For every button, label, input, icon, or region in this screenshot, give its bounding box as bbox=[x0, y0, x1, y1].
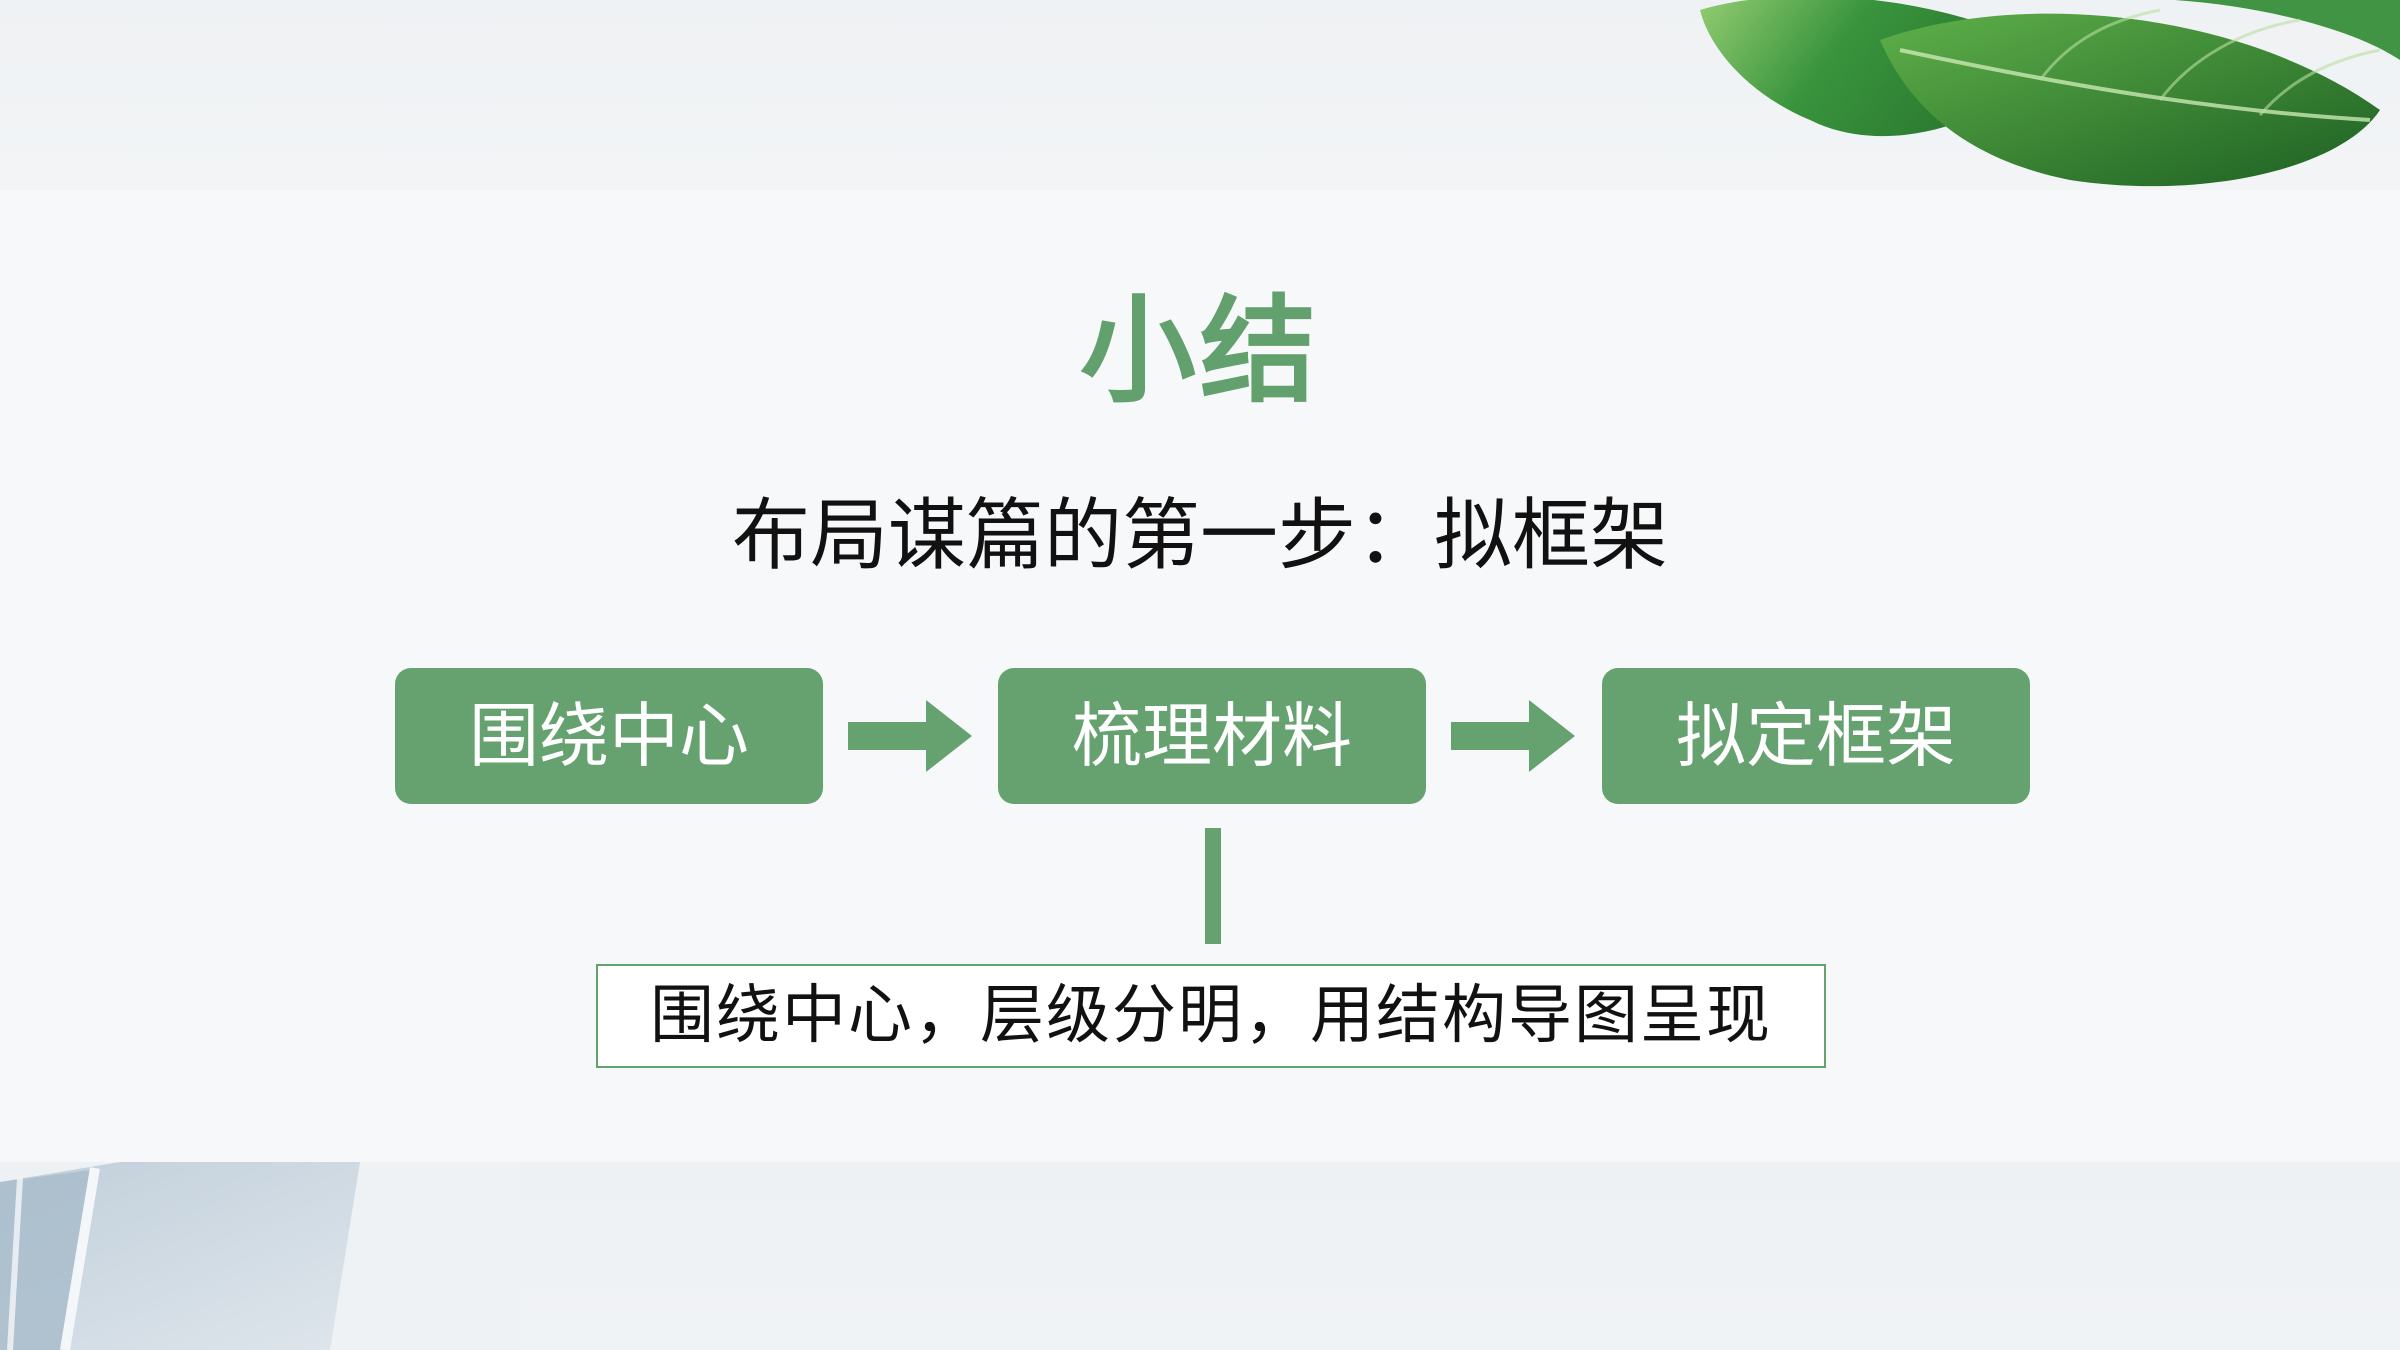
flow-step-3: 拟定框架 bbox=[1602, 668, 2030, 804]
flow-step-2: 梳理材料 bbox=[998, 668, 1426, 804]
page-title: 小结 bbox=[1080, 284, 1320, 419]
flow-step-1: 围绕中心 bbox=[395, 668, 823, 804]
connector-line bbox=[1205, 828, 1221, 944]
arrow-right-icon bbox=[1451, 700, 1575, 772]
leaf-decoration-icon bbox=[1640, 0, 2400, 190]
note-box: 围绕中心，层级分明，用结构导图呈现 bbox=[596, 964, 1826, 1068]
page-subtitle: 布局谋篇的第一步：拟框架 bbox=[731, 491, 1668, 581]
window-decoration-icon bbox=[0, 1162, 520, 1350]
arrow-right-icon bbox=[848, 700, 972, 772]
